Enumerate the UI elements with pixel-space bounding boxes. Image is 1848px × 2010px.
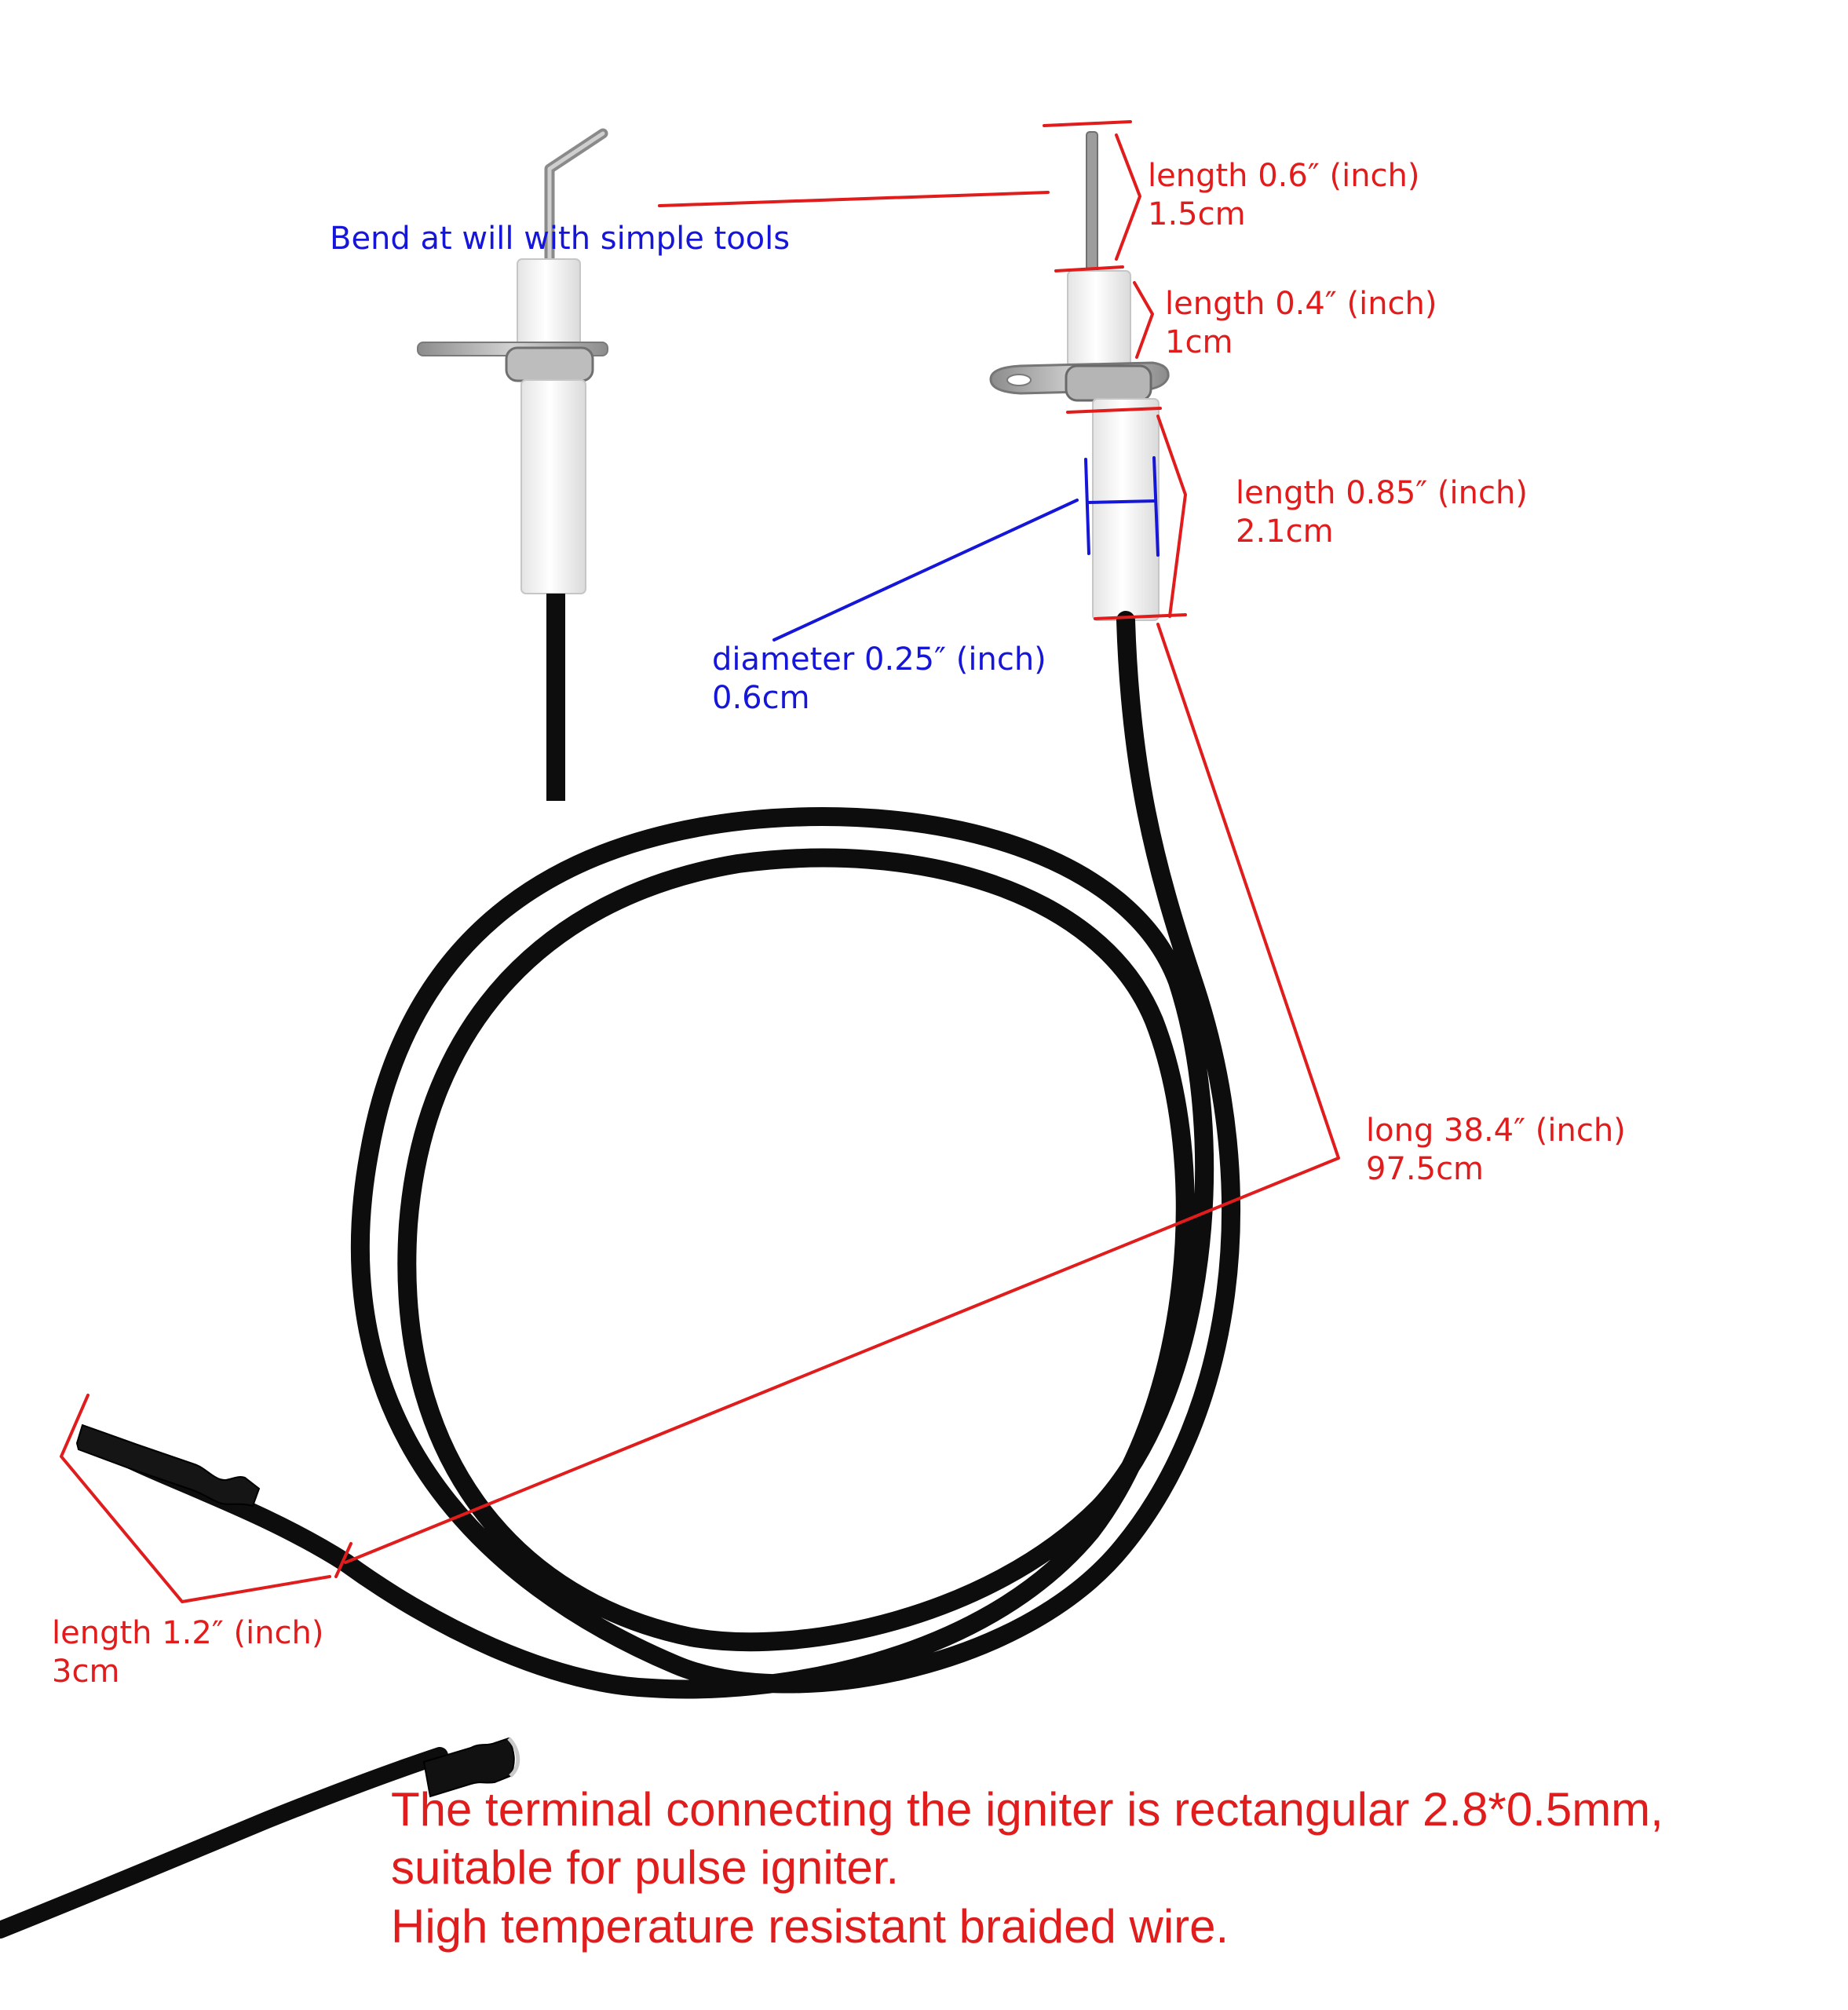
upper-ceramic-length-cm: 1cm <box>1165 323 1233 360</box>
terminal-length-inch: length 1.2″ (inch) <box>52 1615 324 1651</box>
braided-cable <box>0 611 1240 1939</box>
bend-pointer-line <box>658 191 1050 207</box>
lower-ceramic-insulator <box>1092 398 1160 621</box>
cable-length-cm: 97.5cm <box>1366 1150 1485 1187</box>
cable-length-inch: long 38.4″ (inch) <box>1366 1113 1626 1149</box>
diameter-span <box>1086 499 1157 504</box>
tip-bottom-mark <box>1054 265 1124 272</box>
lower-ceramic-insulator <box>520 379 586 594</box>
upper-ceramic-length-label: length 0.4″ (inch) 1cm <box>1165 285 1437 362</box>
reference-igniter <box>417 128 608 801</box>
cable-end-tick <box>334 1542 352 1578</box>
diameter-inch: diameter 0.25″ (inch) <box>712 641 1046 678</box>
terminal-note-line-2: suitable for pulse igniter. <box>391 1841 900 1895</box>
tip-length-inch: length 0.6″ (inch) <box>1148 158 1420 194</box>
lower-ceramic-length-cm: 2.1cm <box>1236 513 1334 550</box>
cable-coil <box>100 611 1240 1699</box>
ceramic-divider-mark <box>1066 407 1162 414</box>
tip-length-cm: 1.5cm <box>1148 196 1246 232</box>
bend-label: Bend at will with simple tools <box>330 221 791 257</box>
bracket-collar <box>505 346 594 382</box>
tip-top-mark <box>1043 120 1132 127</box>
bracket-collar <box>1065 364 1152 402</box>
terminal-bottom <box>422 1737 515 1798</box>
terminal-top <box>75 1423 261 1508</box>
lower-ceramic-bracket <box>1156 415 1187 618</box>
terminal-note-line-3: High temperature resistant braided wire. <box>391 1899 1229 1953</box>
terminal-note-line-1: The terminal connecting the igniter is r… <box>391 1783 1664 1836</box>
lower-ceramic-length-label: length 0.85″ (inch) 2.1cm <box>1236 474 1528 551</box>
tip-length-bracket <box>1115 133 1141 261</box>
upper-ceramic-bracket <box>1133 281 1154 359</box>
diameter-right-mark <box>1152 456 1160 557</box>
bracket-hole <box>1006 374 1032 386</box>
lower-ceramic-length-inch: length 0.85″ (inch) <box>1236 475 1528 511</box>
ceramic-bottom-mark <box>1094 613 1187 620</box>
diameter-label: diameter 0.25″ (inch) 0.6cm <box>712 641 1046 718</box>
terminal-length-label: length 1.2″ (inch) 3cm <box>52 1614 324 1691</box>
dimension-lines <box>60 120 1340 1603</box>
terminal-length-bracket <box>60 1394 331 1603</box>
main-igniter <box>989 131 1170 621</box>
upper-ceramic-length-inch: length 0.4″ (inch) <box>1165 286 1437 322</box>
upper-ceramic-insulator <box>1067 270 1131 367</box>
diameter-cm: 0.6cm <box>712 679 810 716</box>
diameter-pointer-line <box>772 499 1079 641</box>
upper-ceramic-insulator <box>517 258 581 350</box>
diameter-markers <box>772 456 1160 641</box>
cable-length-label: long 38.4″ (inch) 97.5cm <box>1366 1112 1626 1189</box>
bottom-cable-end <box>0 1747 448 1939</box>
tip-length-label: length 0.6″ (inch) 1.5cm <box>1148 157 1420 234</box>
cable-length-bracket <box>344 623 1340 1564</box>
terminal-note: The terminal connecting the igniter is r… <box>391 1781 1664 1956</box>
terminal-length-cm: 3cm <box>52 1653 120 1690</box>
electrode-tip <box>1086 131 1098 274</box>
diameter-left-mark <box>1084 458 1090 555</box>
